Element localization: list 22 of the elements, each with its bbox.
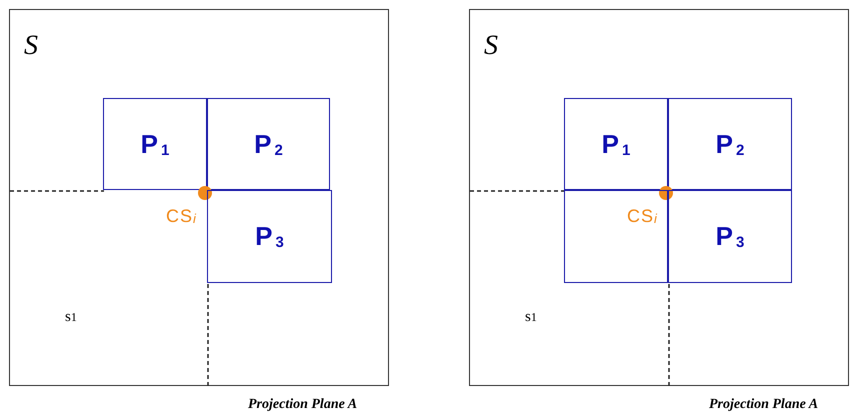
point-label: CS$_{i}$ [166,207,197,225]
dot [198,186,212,200]
set-label: S [24,32,38,60]
region-box [564,98,668,190]
region-box [668,190,792,283]
region-label: P$_{3}$ [255,221,284,252]
point-label: CS$_{i}$ [627,207,658,225]
region-box [207,98,330,190]
empty-box [564,190,668,283]
region-box [207,190,332,283]
region-box [668,98,792,190]
region-label: P$_{3}$ [716,221,744,252]
caption: Projection Plane A [709,398,818,412]
region-label: P$_{2}$ [254,128,283,160]
region-label: P$_{1}$ [602,128,630,160]
panel-frame [9,9,389,386]
set-label: S [484,32,498,60]
region-box [103,98,207,190]
panel-frame [469,9,849,386]
caption: Projection Plane A [248,398,358,412]
region-label: P$_{1}$ [140,128,170,160]
region-label: P$_{2}$ [716,128,744,160]
